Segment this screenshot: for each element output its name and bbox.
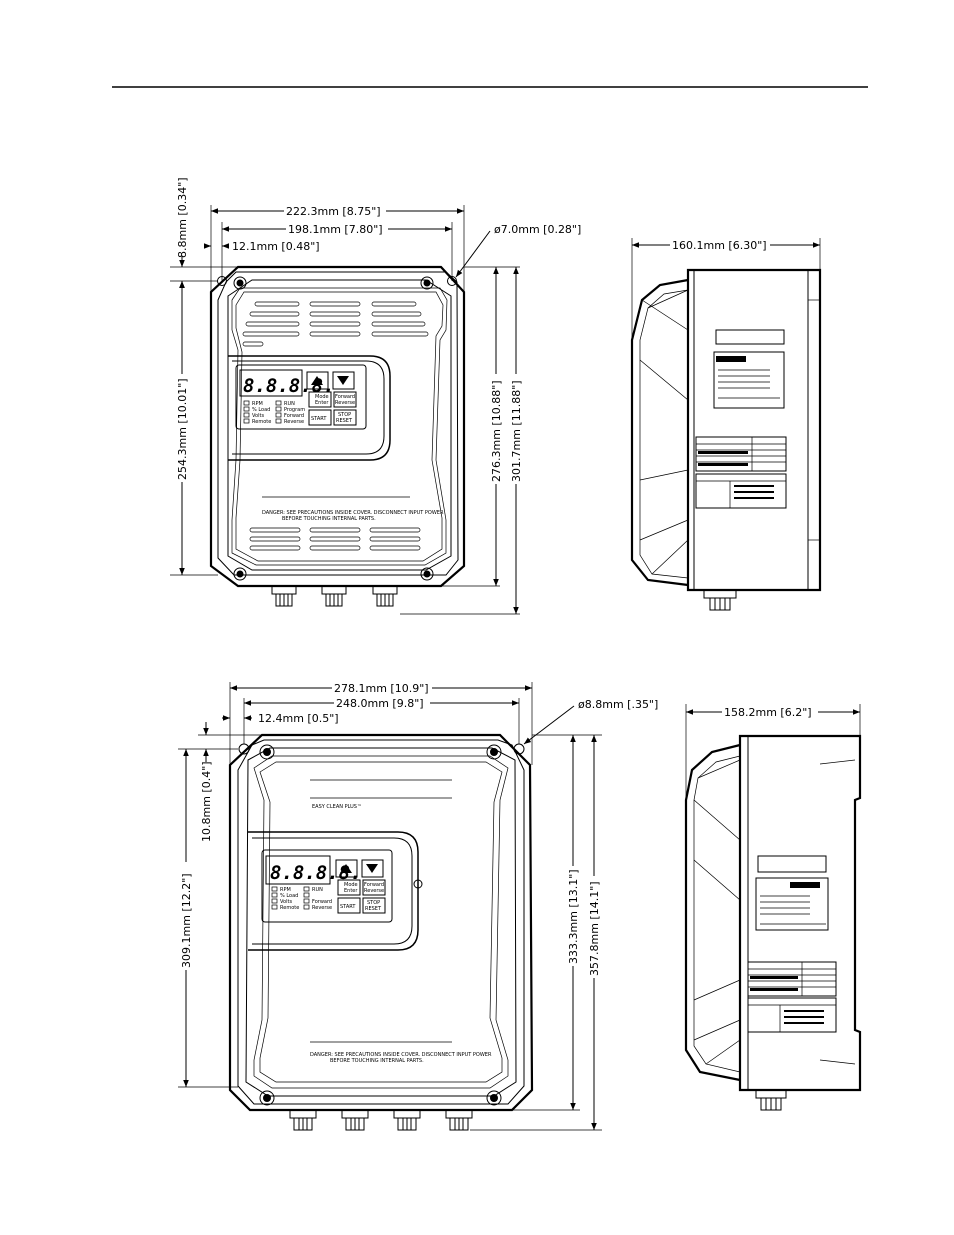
top-direction-button-label: Forward xyxy=(335,394,355,400)
top-warning-text: BEFORE TOUCHING INTERNAL PARTS. xyxy=(282,516,376,522)
top-top-offset-dimension: 8.8mm [0.34"] xyxy=(176,177,189,258)
bottom-hole-offset-dimension: 12.4mm [0.5"] xyxy=(258,712,339,725)
bottom-led-label: RUN xyxy=(312,887,323,893)
top-led-label: Reverse xyxy=(284,419,304,425)
top-stop-button-label: STOP xyxy=(338,412,351,418)
bottom-side-depth-dimension: 158.2mm [6.2"] xyxy=(724,706,812,719)
easy-clean-label: EASY CLEAN PLUS™ xyxy=(312,804,362,810)
top-side-view: 160.1mm [6.30"] xyxy=(630,238,822,611)
bottom-side-view: 158.2mm [6.2"] xyxy=(684,704,862,1111)
top-direction-button-label: Reverse xyxy=(335,400,355,406)
bottom-width-dimension: 278.1mm [10.9"] xyxy=(334,682,429,695)
top-led-label: Forward xyxy=(284,413,304,419)
bottom-led-label: Forward xyxy=(312,899,332,905)
top-led-label: Remote xyxy=(252,419,271,425)
bottom-led-label: Volts xyxy=(280,899,292,905)
bottom-top-offset-dimension: 10.8mm [0.4"] xyxy=(200,761,213,842)
top-width-dimension: 222.3mm [8.75"] xyxy=(286,205,381,218)
top-mode-button-label: Enter xyxy=(315,400,329,406)
top-front-view: 8.8.8.8. RPM % Load Volts Remote RUN Pro… xyxy=(170,177,581,615)
top-hole-spacing-dimension: 198.1mm [7.80"] xyxy=(288,223,383,236)
bottom-led-label: % Load xyxy=(280,893,298,899)
top-body-height-dimension: 276.3mm [10.88"] xyxy=(490,380,503,482)
top-overall-height-dimension: 301.7mm [11.88"] xyxy=(510,380,523,482)
top-stop-button-label: RESET xyxy=(336,418,353,424)
bottom-mode-button-label: Enter xyxy=(344,888,358,894)
bottom-direction-button-label: Forward xyxy=(364,882,384,888)
bottom-overall-height-dimension: 357.8mm [14.1"] xyxy=(588,881,601,976)
bottom-keypad-display: 8.8.8.8. xyxy=(270,862,362,884)
bottom-hole-spacing-dimension: 248.0mm [9.8"] xyxy=(336,697,424,710)
bottom-stop-button-label: RESET xyxy=(365,906,382,912)
top-warning-text: DANGER: SEE PRECAUTIONS INSIDE COVER. DI… xyxy=(262,510,444,516)
top-start-button-label: START xyxy=(311,416,327,422)
top-led-label: RPM xyxy=(252,401,263,407)
bottom-hole-diameter-dimension: ø8.8mm [.35"] xyxy=(578,698,658,711)
top-hole-height-dimension: 254.3mm [10.01"] xyxy=(176,378,189,480)
bottom-body-height-dimension: 333.3mm [13.1"] xyxy=(567,869,580,964)
top-hole-diameter-dimension: ø7.0mm [0.28"] xyxy=(494,223,581,236)
bottom-start-button-label: START xyxy=(340,904,356,910)
bottom-led-label: Reverse xyxy=(312,905,332,911)
bottom-led-label: RPM xyxy=(280,887,291,893)
bottom-hole-height-dimension: 309.1mm [12.2"] xyxy=(180,873,193,968)
top-led-label: Volts xyxy=(252,413,264,419)
bottom-warning-text: DANGER: SEE PRECAUTIONS INSIDE COVER. DI… xyxy=(310,1052,492,1058)
top-led-label: RUN xyxy=(284,401,295,407)
bottom-front-view: EASY CLEAN PLUS™ 8.8.8.8. RPM % Load Vol… xyxy=(178,681,658,1131)
bottom-led-label: Remote xyxy=(280,905,299,911)
top-side-depth-dimension: 160.1mm [6.30"] xyxy=(672,239,767,252)
top-mode-button-label: Mode xyxy=(315,394,329,400)
bottom-warning-text: BEFORE TOUCHING INTERNAL PARTS. xyxy=(330,1058,424,1064)
bottom-mode-button-label: Mode xyxy=(344,882,358,888)
top-led-label: Program xyxy=(284,407,305,413)
bottom-stop-button-label: STOP xyxy=(367,900,380,906)
top-hole-offset-dimension: 12.1mm [0.48"] xyxy=(232,240,320,253)
top-led-label: % Load xyxy=(252,407,270,413)
bottom-direction-button-label: Reverse xyxy=(364,888,384,894)
